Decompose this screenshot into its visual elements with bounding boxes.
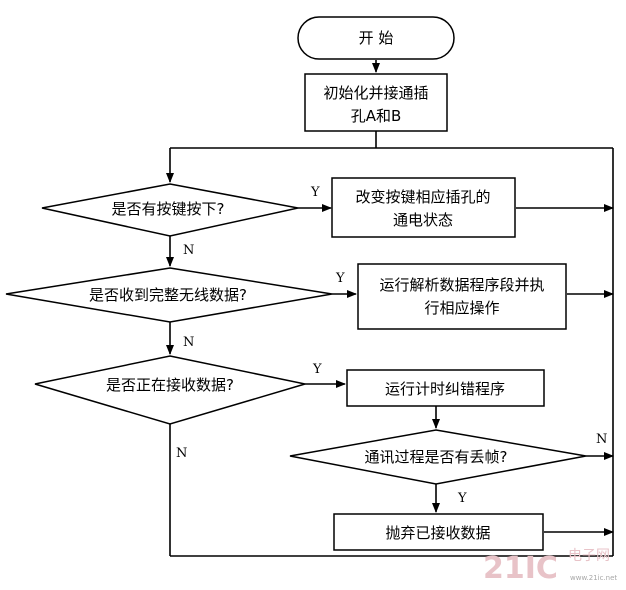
frame-decision-label: 通讯过程是否有丢帧?	[365, 448, 508, 466]
receiving-decision-node: 是否正在接收数据?	[34, 355, 306, 425]
label-frame-no: N	[596, 432, 607, 447]
key-decision-label: 是否有按键按下?	[112, 200, 225, 218]
connectors	[166, 60, 614, 557]
label-receiving-yes: Y	[312, 362, 322, 377]
start-terminal	[297, 16, 455, 60]
label-key-yes: Y	[310, 185, 320, 200]
frame-decision-node: 通讯过程是否有丢帧?	[289, 429, 587, 485]
label-receiving-no: N	[176, 446, 187, 461]
frame-decision-diamond	[289, 429, 587, 485]
branch-labels: Y N Y N Y N N Y	[176, 185, 607, 506]
change-state-line2: 通电状态	[393, 211, 453, 229]
change-state-node: 改变按键相应插孔的 通电状态	[331, 177, 516, 238]
start-node: 开 始	[297, 16, 455, 60]
parse-box	[357, 263, 567, 330]
data-decision-node: 是否收到完整无线数据?	[5, 267, 333, 323]
init-node: 初始化并接通插 孔A和B	[304, 73, 448, 132]
timer-label: 运行计时纠错程序	[385, 380, 505, 398]
parse-line2: 行相应操作	[424, 299, 499, 317]
data-decision-diamond	[5, 267, 333, 323]
key-decision-node: 是否有按键按下?	[41, 183, 299, 237]
parse-line1: 运行解析数据程序段并执	[379, 276, 544, 294]
change-state-line1: 改变按键相应插孔的	[355, 188, 490, 206]
watermark-url: www.21ic.net	[570, 574, 617, 582]
change-state-box	[331, 177, 516, 238]
receiving-decision-label: 是否正在接收数据?	[106, 376, 234, 394]
discard-label: 抛弃已接收数据	[385, 524, 490, 542]
init-label-line2: 孔A和B	[351, 107, 402, 125]
watermark: 21IC 电子网 www.21ic.net	[483, 548, 617, 586]
label-key-no: N	[183, 243, 194, 258]
data-decision-label: 是否收到完整无线数据?	[89, 286, 247, 304]
init-box	[304, 73, 448, 132]
label-data-no: N	[183, 335, 194, 350]
watermark-logo: 21IC	[483, 551, 558, 586]
receiving-decision-diamond	[34, 355, 306, 425]
discard-node: 抛弃已接收数据	[333, 513, 544, 551]
start-label: 开 始	[359, 29, 394, 47]
label-data-yes: Y	[335, 271, 345, 286]
timer-node: 运行计时纠错程序	[346, 369, 545, 407]
parse-node: 运行解析数据程序段并执 行相应操作	[357, 263, 567, 330]
watermark-cn: 电子网	[568, 548, 610, 564]
key-decision-diamond	[41, 183, 299, 237]
timer-box	[346, 369, 545, 407]
discard-box	[333, 513, 544, 551]
init-label-line1: 初始化并接通插	[323, 84, 428, 102]
label-frame-yes: Y	[457, 491, 467, 506]
